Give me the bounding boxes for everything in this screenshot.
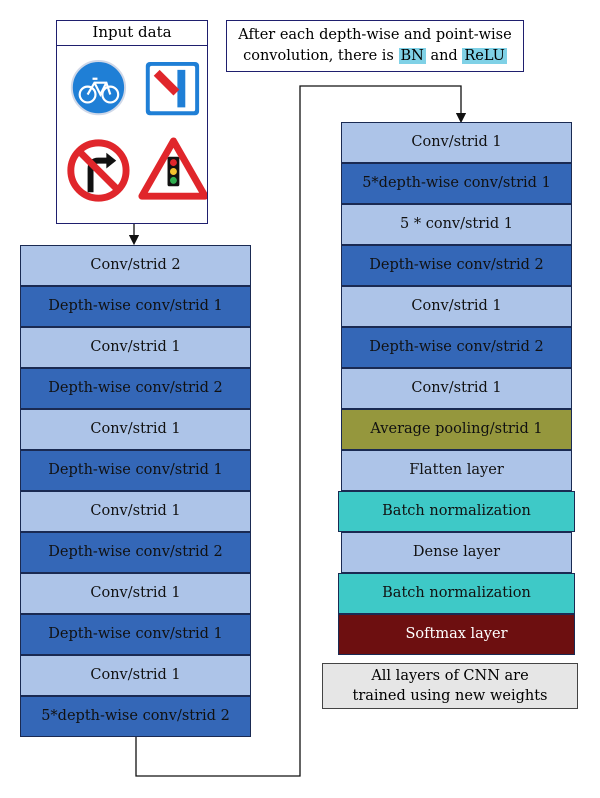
right-layer-9: Flatten layer	[341, 450, 572, 491]
traffic-light-warning-sign-icon	[138, 137, 207, 200]
left-to-right-connector	[135, 85, 467, 777]
right-layer-11: Dense layer	[341, 532, 572, 573]
no-right-turn-sign-icon	[67, 139, 130, 202]
training-note-line-2: trained using new weights	[352, 688, 548, 704]
training-note-line-1: All layers of CNN are	[371, 668, 529, 684]
left-layer-9: Conv/strid 1	[20, 573, 251, 614]
right-layer-7: Conv/strid 1	[341, 368, 572, 409]
right-layer-1: Conv/strid 1	[341, 122, 572, 163]
left-layer-5: Conv/strid 1	[20, 409, 251, 450]
training-note: All layers of CNN are trained using new …	[322, 663, 578, 709]
right-layer-13: Softmax layer	[338, 614, 575, 655]
note-line-2: convolution, there is BN and ReLU	[227, 46, 523, 67]
right-layer-5: Conv/strid 1	[341, 286, 572, 327]
right-layer-6: Depth-wise conv/strid 2	[341, 327, 572, 368]
right-layer-2: 5*depth-wise conv/strid 1	[341, 163, 572, 204]
note-line-1: After each depth-wise and point-wise	[238, 27, 512, 43]
traffic-signs-group	[67, 59, 207, 202]
left-layer-3: Conv/strid 1	[20, 327, 251, 368]
input-data-title: Input data	[57, 21, 207, 46]
input-data-box: Input data	[56, 20, 208, 224]
right-layer-10: Batch normalization	[338, 491, 575, 532]
left-layer-10: Depth-wise conv/strid 1	[20, 614, 251, 655]
right-layer-3: 5 * conv/strid 1	[341, 204, 572, 245]
left-layer-6: Depth-wise conv/strid 1	[20, 450, 251, 491]
right-layer-12: Batch normalization	[338, 573, 575, 614]
relu-highlight: ReLU	[462, 48, 507, 64]
note-line-2-prefix: convolution, there is	[243, 48, 399, 64]
note-and: and	[425, 48, 463, 64]
left-layer-7: Conv/strid 1	[20, 491, 251, 532]
bn-highlight: BN	[398, 48, 426, 64]
left-layer-12: 5*depth-wise conv/strid 2	[20, 696, 251, 737]
right-layer-4: Depth-wise conv/strid 2	[341, 245, 572, 286]
left-layer-1: Conv/strid 2	[20, 245, 251, 286]
right-layer-8: Average pooling/strid 1	[341, 409, 572, 450]
left-layer-11: Conv/strid 1	[20, 655, 251, 696]
one-way-turn-sign-icon	[145, 61, 200, 116]
left-layer-8: Depth-wise conv/strid 2	[20, 532, 251, 573]
bn-relu-note: After each depth-wise and point-wise con…	[226, 20, 524, 72]
left-layer-2: Depth-wise conv/strid 1	[20, 286, 251, 327]
left-layer-4: Depth-wise conv/strid 2	[20, 368, 251, 409]
bicycle-sign-icon	[70, 59, 127, 116]
